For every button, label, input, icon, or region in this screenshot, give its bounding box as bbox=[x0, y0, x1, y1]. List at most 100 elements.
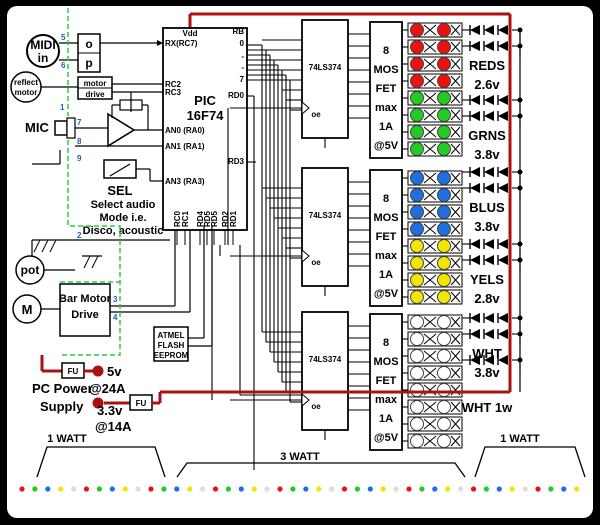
pic-pin-an3: AN3 (RA3) bbox=[165, 177, 205, 186]
midi-pin-6: 6 bbox=[61, 61, 66, 70]
latch-label-3: 74LS374 bbox=[309, 355, 342, 364]
led-5-a bbox=[410, 108, 424, 122]
pic-pin-rb-dash2: - bbox=[241, 63, 244, 72]
power-current-24-label: @24A bbox=[89, 381, 126, 396]
midi-label: MIDI bbox=[30, 38, 55, 52]
fuse-5v-label: FU bbox=[68, 367, 79, 376]
led-0-a bbox=[410, 23, 424, 37]
bottom-led-31 bbox=[419, 486, 425, 492]
bottom-led-20 bbox=[277, 486, 283, 492]
led-row-0 bbox=[407, 22, 463, 38]
pic-pin-rc3: RC3 bbox=[165, 88, 182, 97]
pic-pin-an1: AN1 (RA1) bbox=[165, 142, 205, 151]
bottom-led-38 bbox=[509, 486, 515, 492]
led-6-b bbox=[437, 125, 451, 139]
led-23-b bbox=[437, 434, 451, 448]
mosfet-text-2-5: @5V bbox=[374, 288, 399, 300]
mosfet-text-1-4: 1A bbox=[379, 121, 393, 133]
microphone-section: MIC 1 7 8 9 bbox=[25, 92, 163, 165]
pic-pin-rd0: RD0 bbox=[228, 91, 245, 100]
led-row-13 bbox=[407, 255, 463, 271]
led-12-a bbox=[410, 239, 424, 253]
midi-pin-5: 5 bbox=[61, 33, 66, 42]
bottom-led-30 bbox=[406, 486, 412, 492]
led-row-7 bbox=[407, 141, 463, 157]
pic-pin-rb: RB bbox=[232, 27, 244, 36]
pic-vdd-label: Vdd bbox=[182, 29, 197, 38]
power-supply-label: PC Power bbox=[32, 381, 93, 396]
bottom-led-23 bbox=[316, 486, 322, 492]
bottom-led-6 bbox=[96, 486, 102, 492]
led-20-a bbox=[410, 383, 424, 397]
latch-oe-3: oe bbox=[311, 402, 321, 411]
bottom-led-15 bbox=[212, 486, 219, 492]
pic-pin-rx: RX(RC7) bbox=[165, 39, 198, 48]
diode-group-5: WHT 1w bbox=[462, 355, 523, 415]
led-23-a bbox=[410, 434, 424, 448]
led-8-b bbox=[437, 171, 451, 185]
led-group-name-3: YELS bbox=[470, 272, 504, 287]
mosfet-text-3-3: max bbox=[375, 394, 398, 406]
diode-icon-3-0-2 bbox=[498, 239, 508, 249]
bottom-led-26 bbox=[354, 486, 360, 492]
led-group-voltage-3: 2.8v bbox=[474, 291, 500, 306]
led-17-a bbox=[410, 332, 424, 346]
fuse-3v3-label: FU bbox=[136, 399, 147, 408]
led-22-a bbox=[410, 417, 424, 431]
mosfet-text-2-3: max bbox=[375, 250, 398, 262]
led-group-name-2: BLUS bbox=[469, 200, 505, 215]
pic-microcontroller: Vdd PIC 16F74 RX(RC7) RC2 RC3 AN0 (RA0) … bbox=[162, 12, 510, 245]
pot-label: pot bbox=[21, 263, 40, 277]
bottom-led-21 bbox=[290, 486, 296, 492]
sel-switch-icon bbox=[103, 159, 137, 179]
bottom-led-24 bbox=[329, 486, 335, 492]
atmel-eeprom: ATMEL FLASH EEPROM bbox=[153, 225, 213, 362]
sel-description-3: Disco, acoustic bbox=[83, 225, 164, 237]
mosfet-text-1-3: max bbox=[375, 102, 398, 114]
motor-pin-4: 4 bbox=[113, 313, 118, 322]
led-row-3 bbox=[407, 73, 463, 89]
led-row-9 bbox=[407, 187, 463, 203]
mosfet-text-1-0: 8 bbox=[383, 45, 389, 57]
led-row-12 bbox=[407, 238, 463, 254]
latch-3: 74LS374 oe bbox=[301, 311, 370, 440]
led-row-21 bbox=[407, 399, 463, 415]
led-16-b bbox=[437, 315, 451, 329]
power-supply: FU 5v PC Power @24A Supply FU 3.3v @14A bbox=[32, 14, 512, 434]
led-18-b bbox=[437, 349, 451, 363]
power-3v3-label: 3.3v bbox=[97, 403, 123, 418]
bottom-led-19 bbox=[264, 486, 270, 492]
mic-pin-1: 1 bbox=[60, 103, 65, 112]
diode-icon-4-0-1 bbox=[484, 313, 494, 323]
power-5v-terminal bbox=[92, 365, 104, 377]
sel-label: SEL bbox=[107, 183, 132, 198]
latch-clock-icon-2 bbox=[301, 248, 310, 264]
power-5v-label: 5v bbox=[107, 364, 122, 379]
atmel-flash-label: FLASH bbox=[158, 341, 185, 350]
led-20-b bbox=[437, 383, 451, 397]
led-row-20 bbox=[407, 382, 463, 398]
bottom-led-17 bbox=[238, 486, 244, 492]
diode-icon-1-0-0 bbox=[470, 95, 480, 105]
bottom-led-43 bbox=[574, 486, 580, 492]
led-group-voltage-0: 2.6v bbox=[474, 77, 500, 92]
led-21-b bbox=[437, 400, 451, 414]
led-2-b bbox=[437, 57, 451, 71]
diode-icon-0-0-0 bbox=[470, 25, 480, 35]
led-15-a bbox=[410, 290, 424, 304]
pic-chip bbox=[162, 27, 248, 231]
mosfet-text-2-0: 8 bbox=[383, 193, 389, 205]
led-group-name-0: REDS bbox=[469, 58, 505, 73]
led-row-1 bbox=[407, 39, 463, 55]
led-10-b bbox=[437, 205, 451, 219]
pic-pin-bottom-0: RC0 bbox=[173, 210, 182, 227]
led-13-b bbox=[437, 256, 451, 270]
bottom-led-34 bbox=[458, 486, 464, 492]
pic-pin-bottom-5: RD2 bbox=[221, 210, 230, 227]
led-row-19 bbox=[407, 365, 463, 381]
mosfet-text-3-2: FET bbox=[376, 375, 397, 387]
